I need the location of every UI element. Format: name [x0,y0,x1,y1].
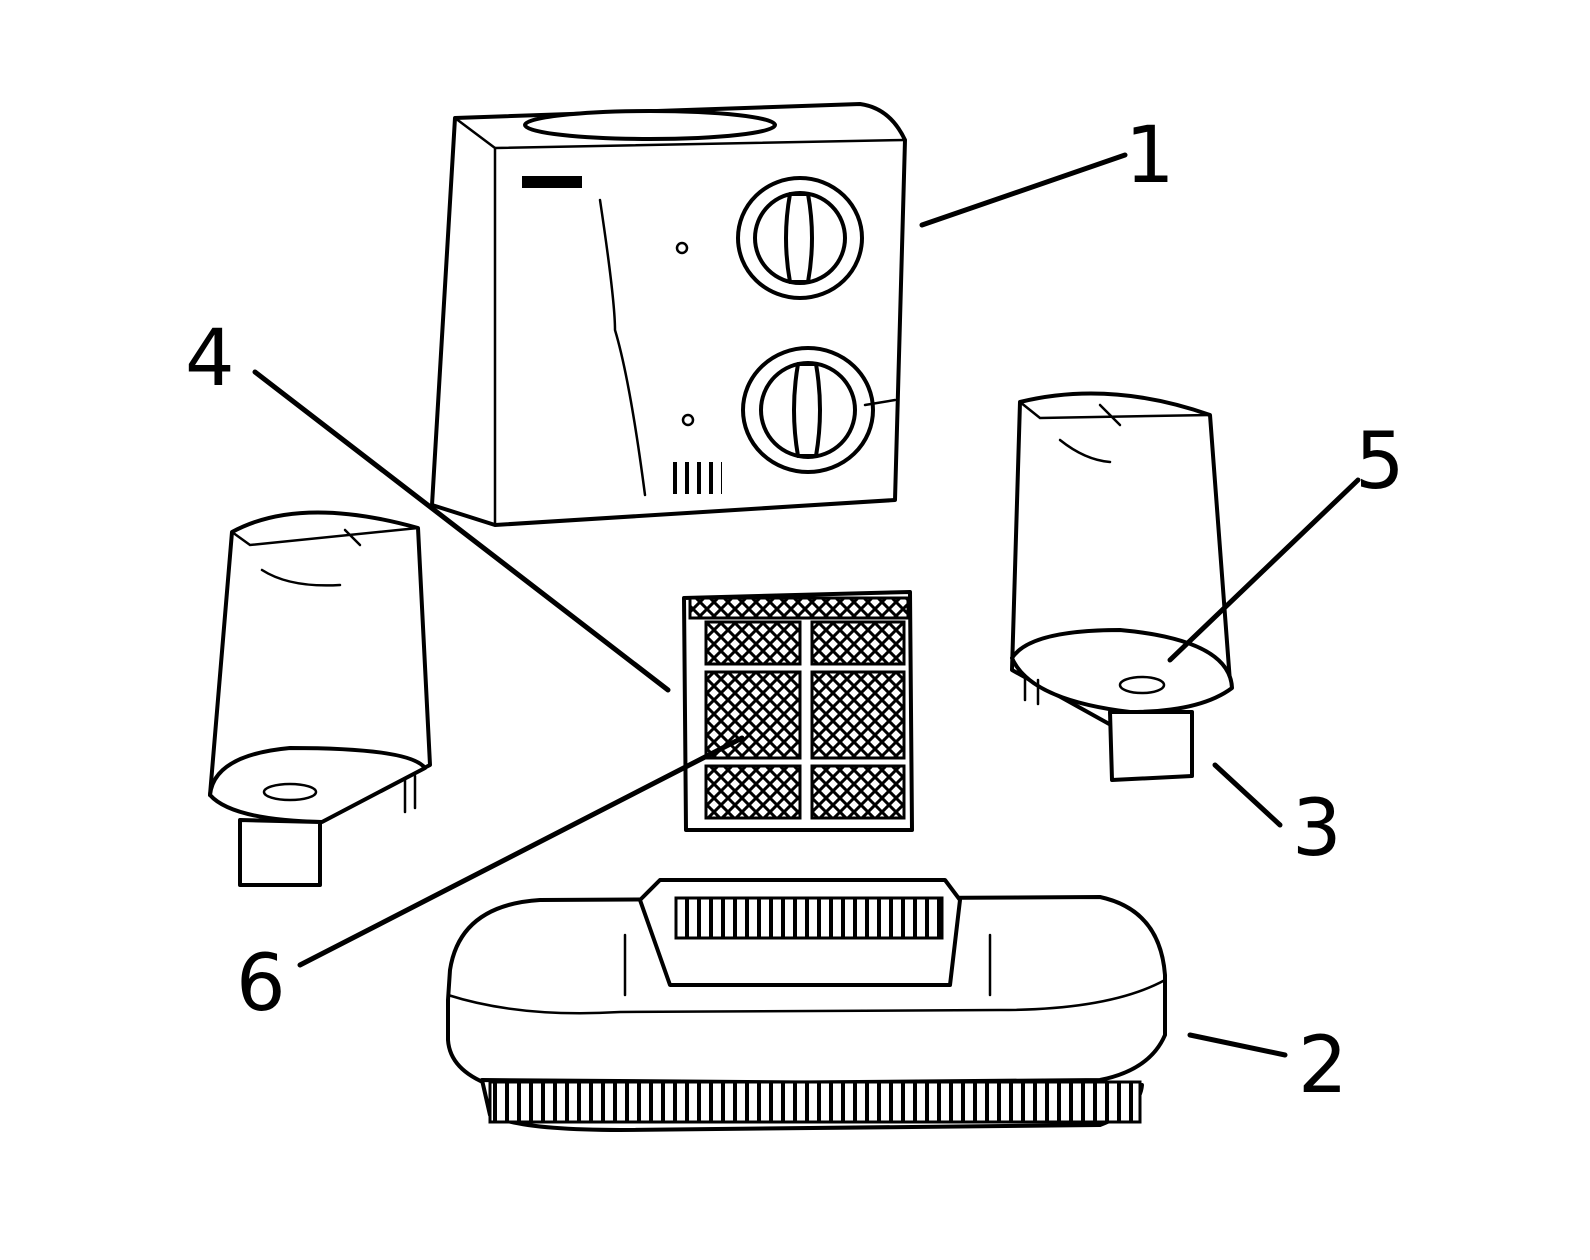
lower-knob [741,346,875,474]
leader-line-3 [1212,762,1283,828]
water-tank-right [1010,391,1234,782]
leader-lines [252,152,1361,1058]
base-tray [446,878,1167,1132]
leader-line-2 [1187,1032,1288,1058]
indicator-light-icon [681,413,695,427]
callout-1: 1 [1125,111,1175,201]
water-tank-left [208,510,432,887]
housing-unit [430,102,907,527]
leader-line-4 [252,369,671,693]
callout-6: 6 [236,939,286,1029]
tray-ribs [488,1080,1142,1124]
tank-valve [1118,675,1166,695]
callout-3: 3 [1292,784,1342,874]
brand-logo [522,176,582,188]
leader-line-5 [1167,477,1361,663]
callout-4: 4 [185,314,235,404]
upper-knob [736,176,864,300]
indicator-light-icon [675,241,689,255]
callout-2: 2 [1298,1021,1348,1111]
vent-grille [668,462,722,494]
tray-grille [674,896,944,940]
leader-line-6 [297,735,745,968]
filter-cartridge [682,590,914,832]
callout-5: 5 [1355,417,1405,507]
leader-line-1 [919,152,1128,228]
